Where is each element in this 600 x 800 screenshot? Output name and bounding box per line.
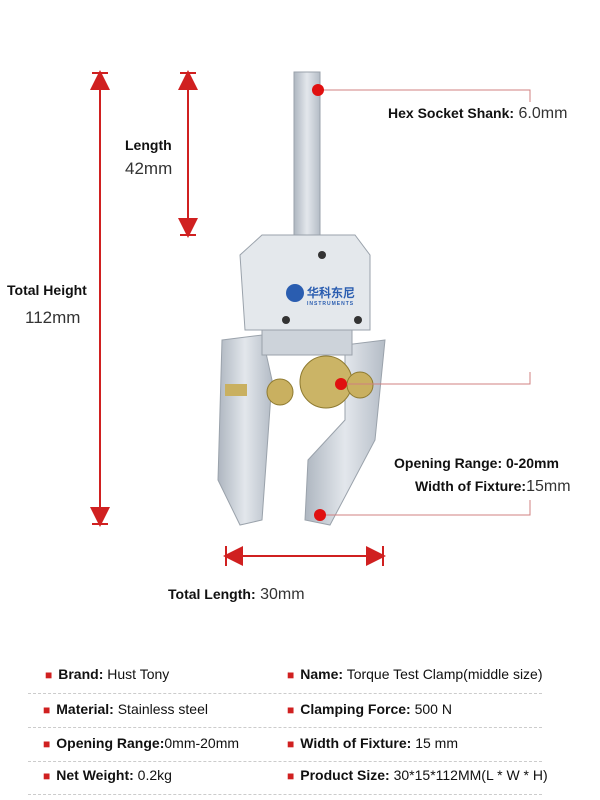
spec-net-weight: ■Net Weight: 0.2kg — [43, 767, 172, 783]
width-label: Width of Fixture: — [415, 478, 527, 494]
total-height-dimension — [90, 70, 110, 527]
length-value: 42mm — [125, 159, 173, 178]
callout-dot-hex — [312, 84, 324, 96]
logo-text: 华科东尼 — [307, 286, 356, 300]
length-dimension — [178, 70, 198, 238]
hex-shank-value: 6.0mm — [518, 105, 568, 122]
spec-width: ■Width of Fixture: 15 mm — [287, 735, 459, 751]
hex-shank-label: Hex Socket Shank: — [388, 105, 515, 121]
width-callout: Width of Fixture:15mm — [415, 478, 571, 496]
spec-product-size: ■Product Size: 30*15*112MM(L * W * H) — [287, 767, 548, 783]
spec-brand: ■Brand: Hust Tony — [45, 666, 170, 682]
spec-clamping-force: ■Clamping Force: 500 N — [287, 701, 452, 717]
clamp-image — [217, 71, 386, 526]
length-label: Length — [125, 137, 172, 153]
total-length-callout: Total Length: 30mm — [168, 586, 305, 604]
logo-subtext: INSTRUMENTS — [307, 301, 355, 307]
callout-dot-wheel — [335, 378, 347, 390]
width-value: 15mm — [526, 478, 571, 495]
hex-shank-callout: Hex Socket Shank: 6.0mm — [388, 105, 567, 123]
total-length-value: 30mm — [260, 586, 305, 603]
opening-range-callout: Opening Range: 0-20mm — [394, 455, 559, 471]
total-length-label: Total Length: — [168, 586, 256, 602]
logo: 华科东尼 INSTRUMENTS — [307, 284, 355, 307]
spec-name: ■Name: Torque Test Clamp(middle size) — [287, 666, 543, 682]
total-height-value: 112mm — [25, 308, 81, 327]
opening-range-label: Opening Range: — [394, 455, 503, 471]
spec-opening-range: ■Opening Range:0mm-20mm — [43, 735, 240, 751]
total-length-dimension — [223, 546, 386, 566]
callout-lines — [318, 89, 531, 516]
spec-material: ■Material: Stainless steel — [43, 701, 208, 717]
total-height-label: Total Height — [7, 282, 87, 298]
opening-range-value: 0-20mm — [506, 455, 559, 471]
callout-dot-jaw — [314, 509, 326, 521]
